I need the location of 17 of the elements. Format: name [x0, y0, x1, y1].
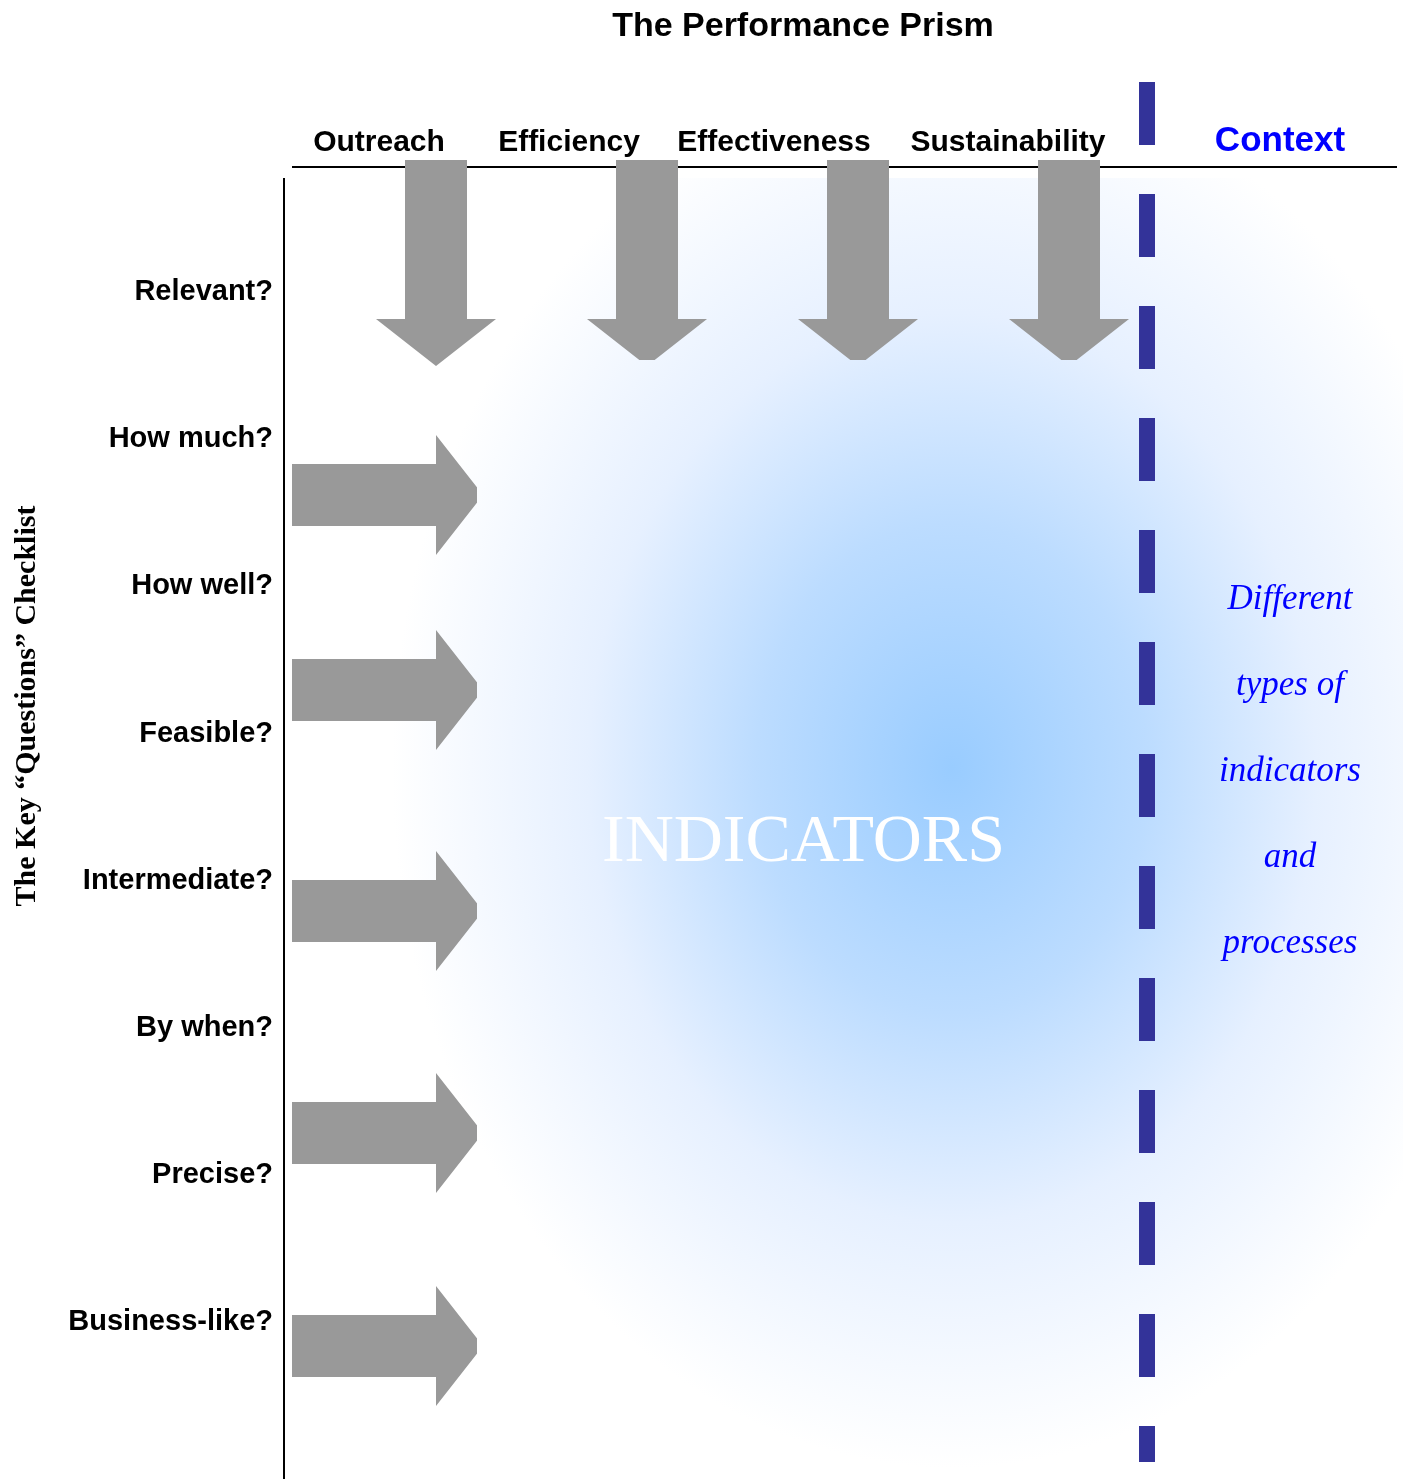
- question-label: Business-like?: [68, 1303, 273, 1337]
- question-label: Intermediate?: [82, 862, 273, 896]
- column-heading: Sustainability: [910, 124, 1106, 158]
- question-label: How well?: [131, 567, 273, 601]
- context-note: Different types of indicators and processes: [1200, 555, 1380, 985]
- column-heading: Context: [1214, 119, 1346, 159]
- column-heading: Effectiveness: [677, 124, 871, 158]
- block-arrow: [376, 160, 496, 366]
- question-label: Precise?: [152, 1156, 273, 1190]
- question-label: How much?: [108, 420, 273, 454]
- title: The Performance Prism: [612, 4, 994, 44]
- question-label: Relevant?: [134, 273, 273, 307]
- axis-title: The Key “Questions” Checklist: [8, 505, 42, 907]
- question-label: Feasible?: [139, 715, 273, 749]
- question-label: By when?: [136, 1009, 273, 1043]
- column-heading: Efficiency: [498, 124, 640, 158]
- column-heading: Outreach: [313, 124, 445, 158]
